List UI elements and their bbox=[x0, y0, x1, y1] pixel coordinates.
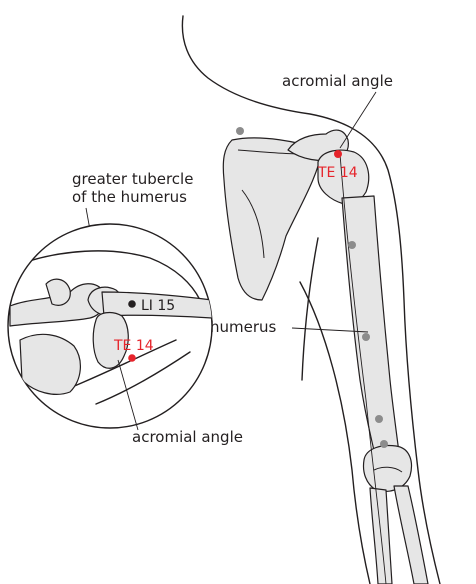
te14-inset-label: TE 14 bbox=[113, 338, 154, 354]
inner-arm-outline bbox=[301, 237, 319, 381]
elbow-detail bbox=[373, 466, 403, 473]
landmark-dot bbox=[348, 241, 356, 249]
ulna bbox=[393, 485, 429, 584]
detail-inset: LI 15 TE 14 bbox=[7, 223, 213, 429]
greater-tubercle-label-2: of the humerus bbox=[72, 188, 187, 206]
inset-coracoid bbox=[45, 278, 71, 306]
humerus-shaft bbox=[341, 195, 401, 461]
inset-scapula bbox=[19, 333, 81, 395]
humerus-leader bbox=[291, 327, 369, 333]
inset-humerus bbox=[101, 291, 212, 319]
landmark-dot bbox=[362, 333, 370, 341]
te14-inset-point bbox=[128, 354, 136, 362]
neck-shoulder-outline bbox=[181, 15, 441, 584]
landmark-dot bbox=[380, 440, 388, 448]
te14-label: TE 14 bbox=[317, 165, 358, 181]
li15-label: LI 15 bbox=[141, 298, 175, 314]
humeral-head bbox=[317, 149, 370, 206]
acromial-angle-leader bbox=[339, 91, 377, 149]
scapula bbox=[222, 137, 323, 301]
landmark-dot bbox=[236, 127, 244, 135]
meridian-line bbox=[339, 153, 387, 584]
humerus-label: humerus bbox=[210, 318, 277, 336]
acromial-angle-inset-leader bbox=[117, 359, 139, 431]
scapula-ridge bbox=[241, 189, 265, 259]
te14-point bbox=[334, 150, 342, 158]
acromial-angle-inset-label: acromial angle bbox=[132, 428, 243, 446]
inset-skin-outline bbox=[19, 250, 201, 301]
li15-point bbox=[128, 300, 136, 308]
inset-greater-tubercle bbox=[92, 311, 129, 369]
acromial-angle-label: acromial angle bbox=[282, 72, 393, 90]
elbow-joint bbox=[362, 444, 413, 493]
landmark-dot bbox=[375, 415, 383, 423]
torso-side-outline bbox=[299, 281, 371, 584]
greater-tubercle-label-1: greater tubercle bbox=[72, 170, 193, 188]
